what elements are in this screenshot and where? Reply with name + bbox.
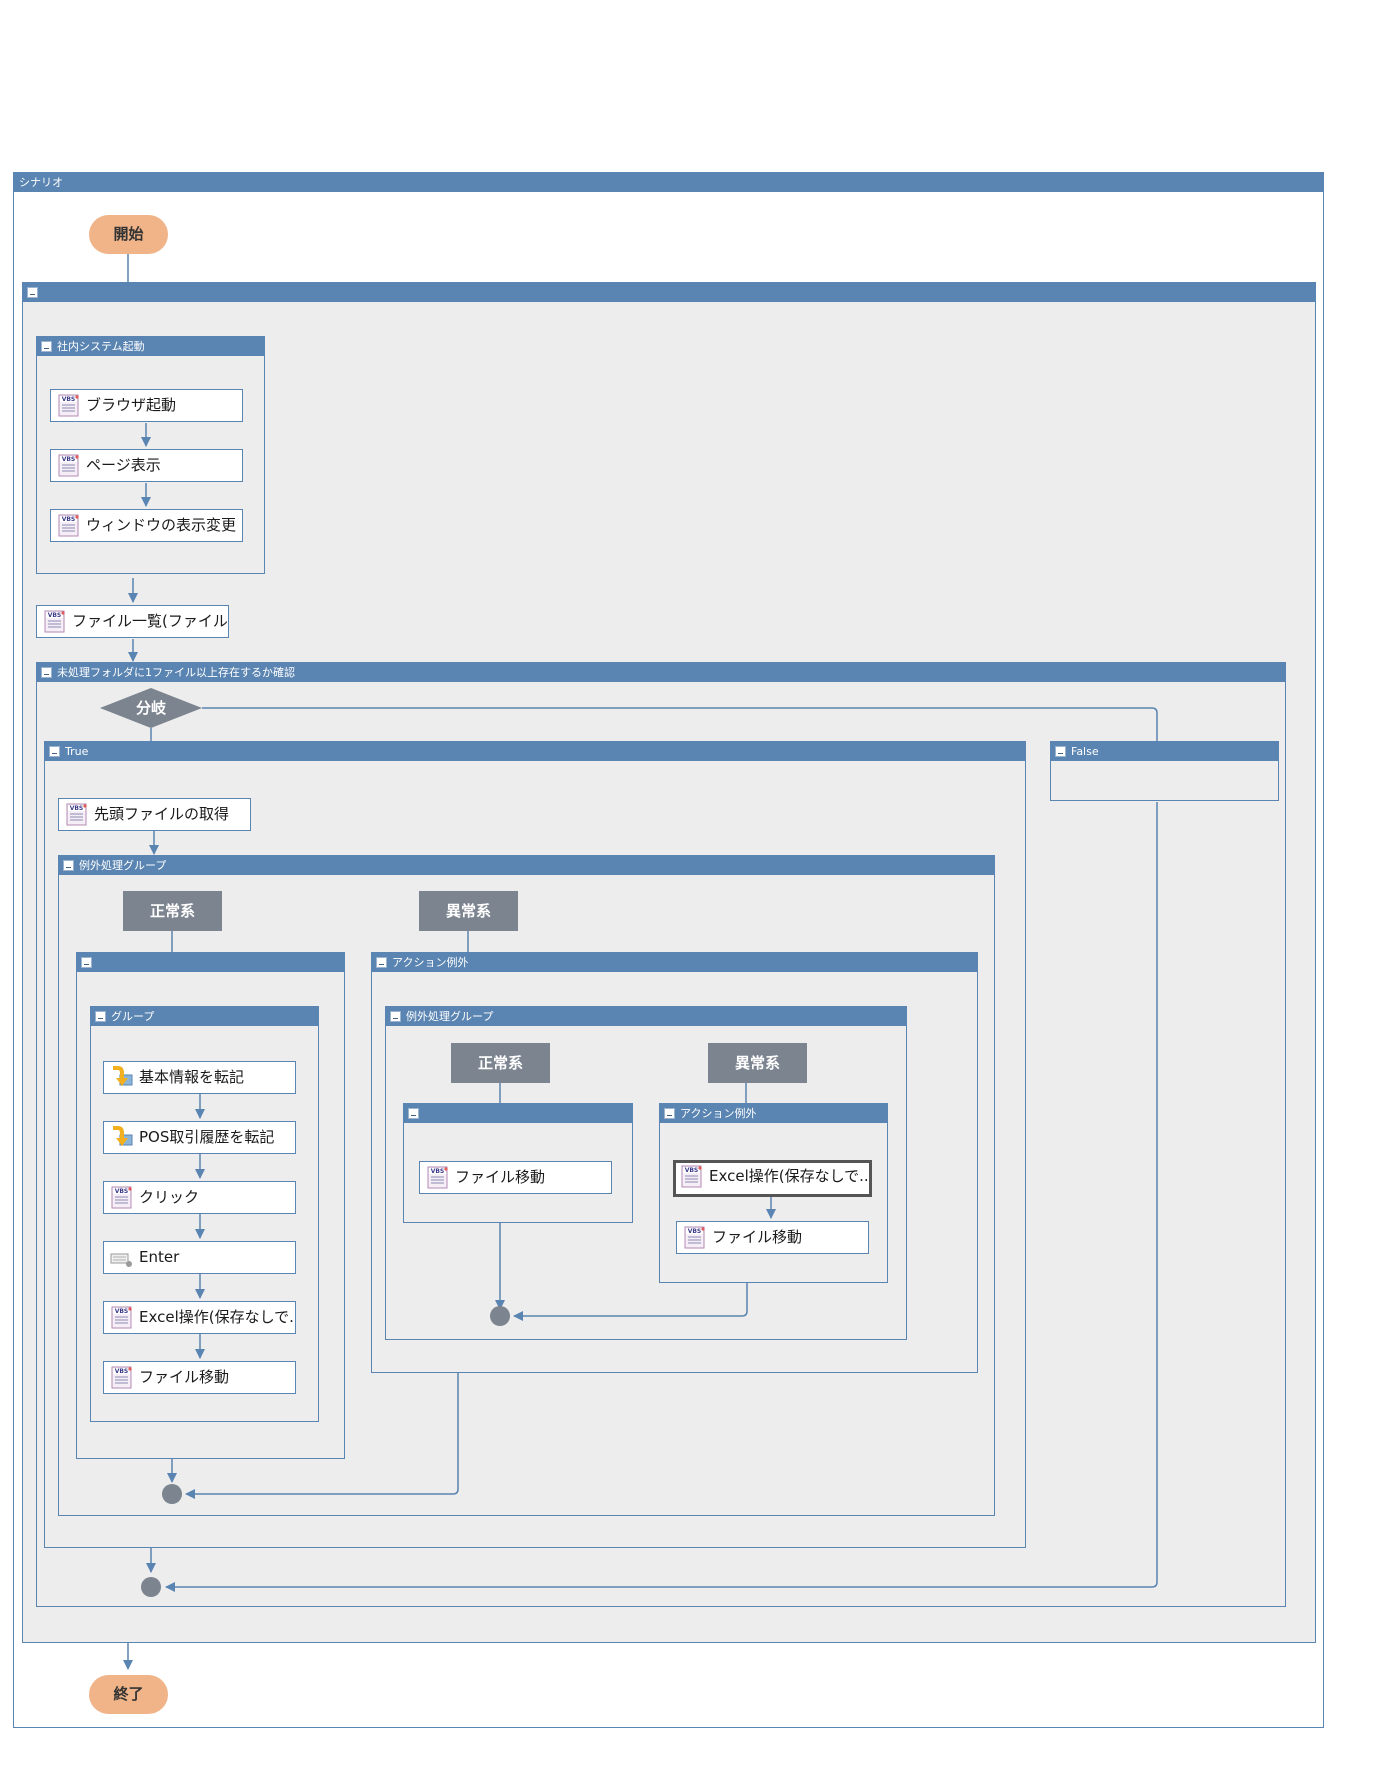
collapse-toggle-icon[interactable] — [41, 667, 52, 678]
inner-normal-branch-label[interactable]: 正常系 — [451, 1043, 550, 1083]
keyboard-icon — [110, 1253, 132, 1267]
svg-text:VBS: VBS — [70, 805, 84, 812]
svg-text:VBS: VBS — [115, 1188, 129, 1195]
vbs-script-icon: VBS — [44, 610, 65, 633]
transcribe-arrow-icon — [113, 1126, 133, 1146]
svg-text:VBS: VBS — [685, 1167, 699, 1174]
startup-group-title: 社内システム起動 — [37, 337, 264, 356]
vbs-script-icon: VBS — [684, 1226, 705, 1249]
merge-node — [490, 1306, 510, 1326]
merge-node — [162, 1484, 182, 1504]
start-node[interactable]: 開始 — [89, 215, 168, 254]
svg-text:VBS: VBS — [115, 1308, 129, 1315]
svg-text:VBS: VBS — [62, 456, 76, 463]
vbs-script-icon: VBS — [111, 1186, 132, 1209]
inner-exception-group-title: 例外処理グループ — [386, 1007, 906, 1026]
decision-diamond[interactable] — [100, 688, 202, 728]
main-sequence-header — [23, 283, 1315, 302]
inner-normal-header — [404, 1104, 632, 1123]
svg-text:VBS: VBS — [48, 612, 62, 619]
inner-error-branch-label[interactable]: 異常系 — [708, 1043, 807, 1083]
vbs-script-icon: VBS — [427, 1166, 448, 1189]
svg-text:VBS: VBS — [431, 1168, 445, 1175]
end-node[interactable]: 終了 — [89, 1675, 168, 1714]
collapse-toggle-icon[interactable] — [81, 957, 92, 968]
inner-group-title: グループ — [91, 1007, 318, 1026]
action-transcribe-basic-info[interactable]: 基本情報を転記 — [103, 1061, 296, 1094]
vbs-script-icon: VBS — [66, 803, 87, 826]
decision-label: 分岐 — [135, 699, 166, 717]
false-branch: False — [1050, 741, 1279, 801]
outer-exception-group-title: 例外処理グループ — [59, 856, 994, 875]
action-transcribe-pos-history[interactable]: POS取引履歴を転記 — [103, 1121, 296, 1154]
transcribe-arrow-icon — [113, 1066, 133, 1086]
collapse-toggle-icon[interactable] — [95, 1011, 106, 1022]
svg-text:VBS: VBS — [115, 1368, 129, 1375]
outer-error-branch-label[interactable]: 異常系 — [419, 891, 518, 931]
collapse-toggle-icon[interactable] — [63, 860, 74, 871]
merge-node — [141, 1577, 161, 1597]
collapse-toggle-icon[interactable] — [41, 341, 52, 352]
svg-text:VBS: VBS — [62, 516, 76, 523]
svg-text:VBS: VBS — [62, 396, 76, 403]
vbs-script-icon: VBS — [58, 394, 79, 417]
vbs-script-icon: VBS — [111, 1306, 132, 1329]
collapse-toggle-icon[interactable] — [1055, 746, 1066, 757]
outer-normal-branch-label[interactable]: 正常系 — [123, 891, 222, 931]
collapse-toggle-icon[interactable] — [664, 1108, 675, 1119]
collapse-toggle-icon[interactable] — [390, 1011, 401, 1022]
normal-path-header — [77, 953, 344, 972]
action-enter[interactable]: Enter — [103, 1241, 296, 1274]
collapse-toggle-icon[interactable] — [408, 1108, 419, 1119]
vbs-script-icon: VBS — [681, 1165, 702, 1188]
collapse-toggle-icon[interactable] — [27, 287, 38, 298]
scenario-title: シナリオ — [14, 173, 1323, 192]
collapse-toggle-icon[interactable] — [49, 746, 60, 757]
false-branch-title: False — [1051, 742, 1278, 761]
vbs-script-icon: VBS — [111, 1366, 132, 1389]
action-file-list[interactable]: VBSファイル一覧(ファイル数... — [36, 605, 229, 638]
check-group-title: 未処理フォルダに1ファイル以上存在するか確認 — [37, 663, 1285, 682]
collapse-toggle-icon[interactable] — [376, 957, 387, 968]
action-exception-outer-title: アクション例外 — [372, 953, 977, 972]
inner-action-exception-title: アクション例外 — [660, 1104, 887, 1123]
true-branch-title: True — [45, 742, 1025, 761]
vbs-script-icon: VBS — [58, 514, 79, 537]
vbs-script-icon: VBS — [58, 454, 79, 477]
svg-text:VBS: VBS — [688, 1228, 702, 1235]
